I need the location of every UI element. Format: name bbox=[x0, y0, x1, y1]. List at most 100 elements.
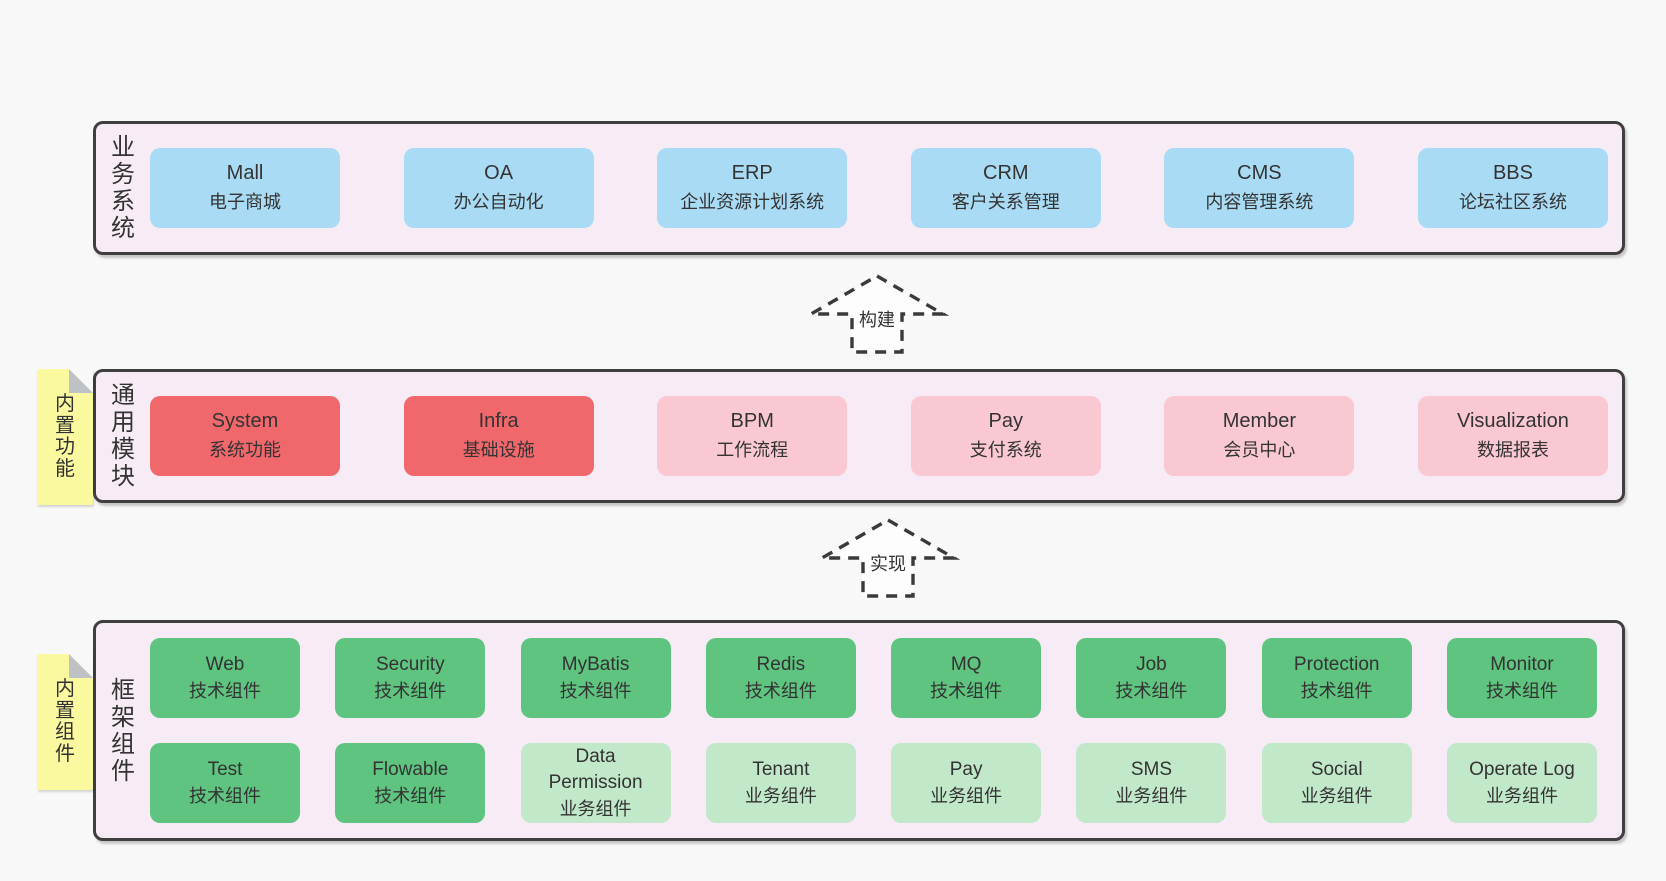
box-desc: 技术组件 bbox=[374, 681, 447, 701]
box-desc: 电子商城 bbox=[209, 192, 281, 212]
box-mall: Mall 电子商城 bbox=[150, 148, 340, 228]
box-bpm: BPM 工作流程 bbox=[657, 396, 848, 476]
box-name: Pay bbox=[988, 410, 1024, 432]
box-desc: 会员中心 bbox=[1223, 440, 1296, 460]
box-protection: Protection 技术组件 bbox=[1261, 638, 1412, 718]
box-oa: OA 办公自动化 bbox=[403, 148, 594, 228]
box-job: Job 技术组件 bbox=[1076, 638, 1227, 718]
box-name: Flowable bbox=[372, 759, 449, 780]
layer-framework-components-label: 框架组件 bbox=[111, 676, 135, 785]
box-desc: 业务组件 bbox=[744, 786, 817, 806]
box-name: MQ bbox=[950, 654, 982, 675]
box-desc: 数据报表 bbox=[1476, 440, 1549, 460]
box-desc: 业务组件 bbox=[930, 786, 1003, 806]
box-system: System 系统功能 bbox=[150, 396, 340, 476]
box-name: Infra bbox=[478, 410, 519, 432]
box-name: Tenant bbox=[752, 759, 810, 780]
box-desc: 技术组件 bbox=[1300, 681, 1373, 701]
box-mybatis: MyBatis 技术组件 bbox=[520, 638, 671, 718]
box-name: Pay bbox=[949, 759, 983, 780]
box-name: Web bbox=[205, 654, 245, 675]
box-pay: Pay 支付系统 bbox=[910, 396, 1101, 476]
box-name: CRM bbox=[983, 162, 1029, 184]
builtin-components-tab: 内置组件 bbox=[37, 654, 93, 790]
implement-arrow: 实现 bbox=[815, 516, 961, 600]
box-name: SMS bbox=[1130, 759, 1172, 780]
box-desc: 论坛社区系统 bbox=[1458, 192, 1567, 212]
box-desc: 技术组件 bbox=[374, 786, 447, 806]
box-crm: CRM 客户关系管理 bbox=[910, 148, 1101, 228]
box-name: Member bbox=[1222, 410, 1297, 432]
box-desc: 技术组件 bbox=[1485, 681, 1558, 701]
box-desc: 客户关系管理 bbox=[951, 192, 1060, 212]
common-modules-row: System 系统功能 Infra 基础设施 BPM 工作流程 Pay 支付系统 Member 会… bbox=[150, 372, 1608, 500]
box-bbs: BBS 论坛社区系统 bbox=[1417, 148, 1608, 228]
box-test: Test 技术组件 bbox=[150, 743, 300, 823]
box-tenant: Tenant 业务组件 bbox=[705, 743, 856, 823]
build-arrow: 构建 bbox=[804, 272, 950, 356]
builtin-components-tab-label: 内置组件 bbox=[55, 678, 75, 765]
folded-corner-icon bbox=[69, 654, 93, 678]
box-name: Social bbox=[1310, 759, 1363, 780]
box-infra: Infra 基础设施 bbox=[403, 396, 594, 476]
box-desc: 系统功能 bbox=[209, 440, 281, 460]
box-member: Member 会员中心 bbox=[1164, 396, 1355, 476]
box-name: Redis bbox=[756, 654, 806, 675]
builtin-features-tab: 内置功能 bbox=[37, 369, 93, 505]
box-desc: 工作流程 bbox=[716, 440, 789, 460]
box-name: OA bbox=[484, 162, 514, 184]
box-sms: SMS 业务组件 bbox=[1076, 743, 1227, 823]
box-desc: 内容管理系统 bbox=[1205, 192, 1314, 212]
box-social: Social 业务组件 bbox=[1261, 743, 1412, 823]
box-erp: ERP 企业资源计划系统 bbox=[657, 148, 848, 228]
box-desc: 业务组件 bbox=[1485, 786, 1558, 806]
box-name: BBS bbox=[1492, 162, 1533, 184]
box-desc: 办公自动化 bbox=[453, 192, 544, 212]
implement-arrow-label: 实现 bbox=[867, 552, 909, 576]
box-desc: 技术组件 bbox=[744, 681, 817, 701]
business-systems-row: Mall 电子商城 OA 办公自动化 ERP 企业资源计划系统 CRM 客户关系管理 CMS 内容… bbox=[150, 124, 1608, 252]
box-name: Operate Log bbox=[1469, 759, 1575, 780]
box-operate-log: Operate Log 业务组件 bbox=[1446, 743, 1597, 823]
box-name: Protection bbox=[1293, 654, 1380, 675]
box-mq: MQ 技术组件 bbox=[891, 638, 1042, 718]
box-desc: 技术组件 bbox=[930, 681, 1003, 701]
box-desc: 技术组件 bbox=[1115, 681, 1188, 701]
build-arrow-label: 构建 bbox=[856, 308, 898, 332]
box-name: Job bbox=[1136, 654, 1167, 675]
box-desc: 技术组件 bbox=[559, 681, 632, 701]
box-name: Mall bbox=[226, 162, 264, 184]
box-flowable: Flowable 技术组件 bbox=[335, 743, 486, 823]
box-redis: Redis 技术组件 bbox=[705, 638, 856, 718]
builtin-features-tab-label: 内置功能 bbox=[55, 393, 75, 480]
box-monitor: Monitor 技术组件 bbox=[1446, 638, 1597, 718]
box-web: Web 技术组件 bbox=[150, 638, 300, 718]
box-desc: 技术组件 bbox=[189, 681, 261, 701]
box-name: CMS bbox=[1237, 162, 1282, 184]
box-name: Data Permission bbox=[548, 746, 643, 793]
box-name: BPM bbox=[730, 410, 774, 432]
box-desc: 基础设施 bbox=[462, 440, 535, 460]
box-visualization: Visualization 数据报表 bbox=[1417, 396, 1608, 476]
folded-corner-icon bbox=[69, 369, 93, 393]
box-desc: 业务组件 bbox=[1300, 786, 1373, 806]
box-name: Test bbox=[207, 759, 243, 780]
box-desc: 业务组件 bbox=[1115, 786, 1188, 806]
box-desc: 技术组件 bbox=[189, 786, 261, 806]
box-name: System bbox=[211, 410, 279, 432]
box-desc: 支付系统 bbox=[969, 440, 1042, 460]
box-name: MyBatis bbox=[561, 654, 630, 675]
layer-business-systems: 业务系统 Mall 电子商城 OA 办公自动化 ERP 企业资源计划系统 CRM 客户关系管理… bbox=[93, 121, 1625, 255]
box-desc: 企业资源计划系统 bbox=[680, 192, 825, 212]
box-name: Monitor bbox=[1490, 654, 1554, 675]
box-name: Visualization bbox=[1457, 410, 1569, 432]
box-name: ERP bbox=[731, 162, 773, 184]
layer-business-systems-label: 业务系统 bbox=[111, 134, 135, 242]
